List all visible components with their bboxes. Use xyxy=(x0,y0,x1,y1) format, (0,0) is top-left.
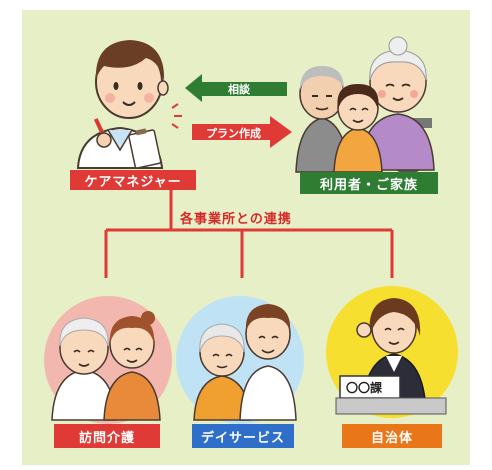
home-care-label: 訪問介護 xyxy=(54,424,160,448)
day-service-illustration xyxy=(193,304,297,421)
plan-arrow xyxy=(192,116,292,148)
family-illustration xyxy=(295,36,435,174)
plan-label: プラン作成 xyxy=(206,127,261,140)
cooperation-heading: 各事業所との連携 xyxy=(180,212,292,227)
connector-lines xyxy=(104,188,394,278)
care-manager-illustration xyxy=(76,40,182,169)
day-service-label: デイサービス xyxy=(192,424,294,448)
family-label: 利用者・ご家族 xyxy=(300,172,438,194)
office-sign: 〇〇課 xyxy=(346,381,383,395)
consult-arrow xyxy=(185,74,287,102)
consult-label: 相談 xyxy=(228,83,250,96)
frame-edge xyxy=(0,0,6,470)
municipality-illustration xyxy=(335,298,447,415)
municipality-label: 自治体 xyxy=(342,424,442,448)
care-manager-label: ケアマネジャー xyxy=(70,170,196,190)
home-care-illustration xyxy=(51,311,161,421)
